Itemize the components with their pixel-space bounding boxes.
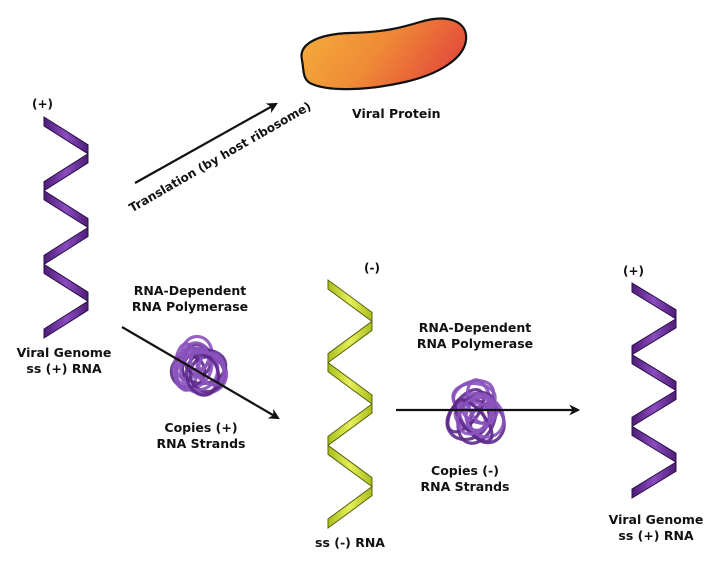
helix-ribbon-segment [631, 389, 677, 428]
helix-ribbon-segment [43, 189, 89, 229]
polymerase-2-name-line2: RNA Polymerase [416, 336, 534, 351]
polymerase-2-action-line1: Copies (-) [431, 463, 499, 478]
translation-arrow [134, 102, 278, 184]
positive-rna-helix-right [631, 282, 677, 499]
negative-strand-sign: (-) [364, 261, 380, 275]
helix-ribbon-segment [43, 226, 89, 266]
negative-strand-label: ss (-) RNA [315, 535, 385, 550]
polymerase-2-action-line2: RNA Strands [420, 479, 510, 494]
rna-polymerase-2-icon [445, 378, 506, 445]
polymerase-1-name-line1: RNA-Dependent [133, 283, 247, 298]
left-genome-label: Viral Genome ss (+) RNA [14, 345, 114, 377]
rna-polymerase-1-icon [169, 334, 229, 397]
helix-ribbon-segment [327, 320, 373, 364]
helix-ribbon-segment [327, 361, 373, 405]
viral-protein-shape [300, 17, 468, 91]
helix-ribbon-segment [631, 353, 677, 392]
helix-ribbon-segment [631, 282, 677, 320]
negative-rna-helix [327, 279, 373, 529]
polymerase-1-name: RNA-Dependent RNA Polymerase [130, 283, 250, 315]
polymerase-strand [188, 349, 227, 387]
polymerase-1-action: Copies (+) RNA Strands [146, 420, 256, 452]
left-genome-label-line1: Viral Genome [16, 345, 112, 360]
polymerase-1-action-line2: RNA Strands [156, 436, 246, 451]
helix-ribbon-segment [327, 403, 373, 447]
viral-protein-label: Viral Protein [352, 106, 441, 121]
polymerase-2-name: RNA-Dependent RNA Polymerase [410, 320, 540, 352]
polymerase-1-name-line2: RNA Polymerase [131, 299, 249, 314]
helix-ribbon-segment [43, 116, 89, 155]
helix-ribbon-segment [327, 444, 373, 488]
helix-ribbon-segment [631, 461, 677, 499]
helix-ribbon-segment [327, 279, 373, 323]
helix-ribbon-segment [43, 152, 89, 192]
polymerase-strand [453, 398, 494, 443]
right-strand-sign: (+) [623, 264, 645, 278]
right-genome-label: Viral Genome ss (+) RNA [606, 512, 706, 544]
left-genome-label-line2: ss (+) RNA [26, 361, 102, 376]
polymerase-1-action-line1: Copies (+) [164, 420, 238, 435]
helix-ribbon-segment [631, 317, 677, 356]
left-strand-sign: (+) [32, 97, 54, 111]
polymerase-2-name-line1: RNA-Dependent [418, 320, 532, 335]
right-genome-label-line2: ss (+) RNA [618, 528, 694, 543]
polymerase-strand [184, 353, 221, 397]
replication-arrow-1 [121, 326, 280, 420]
helix-ribbon-segment [43, 263, 89, 303]
helix-ribbon-segment [631, 425, 677, 464]
right-genome-label-line1: Viral Genome [608, 512, 704, 527]
polymerase-strand [456, 394, 496, 436]
helix-ribbon-segment [327, 485, 373, 529]
positive-rna-helix-left [43, 116, 89, 339]
helix-ribbon-segment [43, 300, 89, 339]
polymerase-2-action: Copies (-) RNA Strands [410, 463, 520, 495]
